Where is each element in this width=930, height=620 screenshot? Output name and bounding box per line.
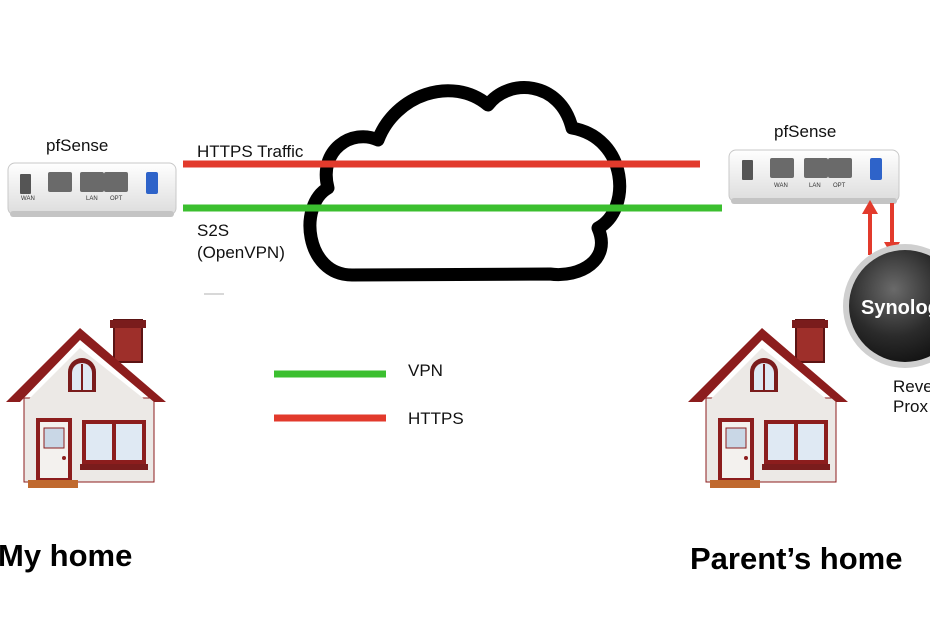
openvpn-label: (OpenVPN)	[197, 243, 285, 262]
usb3-port-icon	[870, 158, 882, 180]
opt-port-icon	[104, 172, 128, 192]
usb3-port-icon	[146, 172, 158, 194]
right-lan-port-label: LAN	[809, 183, 821, 189]
usb-port-icon	[742, 160, 753, 180]
parents-home-house-icon	[687, 319, 849, 489]
wan-port-icon	[770, 158, 794, 178]
left-pfsense-label: pfSense	[46, 136, 109, 155]
my-home-house-icon	[5, 319, 167, 489]
right-opt-port-label: OPT	[833, 183, 846, 189]
lan-port-icon	[804, 158, 828, 178]
https-traffic-label: HTTPS Traffic	[197, 142, 304, 161]
internet-cloud	[303, 81, 627, 282]
lan-port-icon	[80, 172, 104, 192]
reverse-caption-line2: Prox	[893, 397, 928, 416]
my-home-label: My home	[0, 538, 133, 573]
synology-brand-label: Synolog	[861, 297, 930, 319]
right-pfsense-label: pfSense	[774, 122, 837, 141]
left-pfsense-device	[7, 162, 177, 217]
synology-nas	[843, 244, 930, 368]
s2s-label: S2S	[197, 221, 230, 240]
right-wan-port-label: WAN	[774, 183, 788, 189]
right-pfsense-device	[728, 149, 900, 204]
opt-port-icon	[828, 158, 852, 178]
usb-port-icon	[20, 174, 31, 194]
left-wan-port-label: WAN	[21, 196, 35, 202]
parents-home-label: Parent’s home	[690, 541, 903, 576]
left-opt-port-label: OPT	[110, 196, 123, 202]
legend-https-label: HTTPS	[408, 409, 464, 428]
wan-port-icon	[48, 172, 72, 192]
reverse-caption-line1: Reve	[893, 377, 930, 396]
left-lan-port-label: LAN	[86, 196, 98, 202]
legend-vpn-label: VPN	[408, 361, 443, 380]
